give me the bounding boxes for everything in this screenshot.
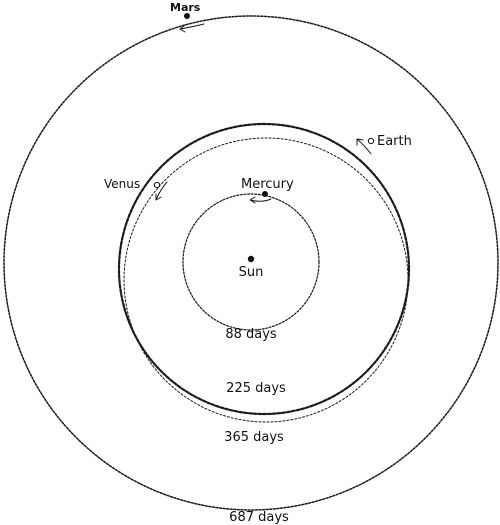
mercury-marker [262,191,268,197]
venus-label: Venus [104,177,140,191]
mars-label: Mars [170,1,201,14]
sun-marker [247,255,255,263]
venus-marker [153,181,161,189]
venus-direction-arrow [155,181,168,201]
earth-label: Earth [377,134,412,149]
mercury-label: Mercury [241,177,294,192]
mercury-direction-arrow [249,196,272,204]
orbit-earth [117,122,411,416]
orbit-venus [123,137,409,423]
orbit-mercury [182,193,320,331]
period-label-earth: 365 days [224,430,284,445]
orbit-mars [3,15,499,511]
mars-direction-arrow [179,23,205,33]
earth-marker [367,137,375,145]
earth-direction-arrow [356,138,372,155]
period-label-venus: 225 days [226,381,286,396]
period-label-mars: 687 days [229,510,289,525]
sun-label: Sun [239,265,264,280]
mars-marker [184,13,190,19]
period-label-mercury: 88 days [225,327,277,342]
